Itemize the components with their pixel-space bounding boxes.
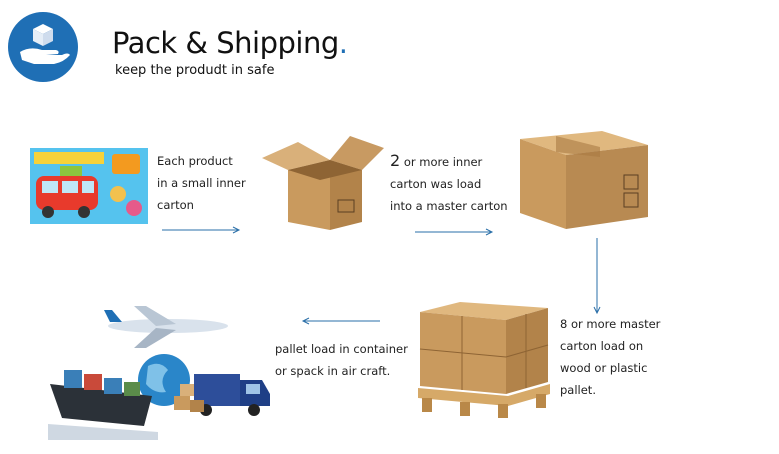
step3-text: 8 or more master carton load on wood or … xyxy=(560,313,660,401)
page-subtitle: keep the produdt in safe xyxy=(115,63,274,78)
toy-product-image xyxy=(30,148,148,224)
airplane-icon xyxy=(104,306,228,348)
arrow-right-1 xyxy=(160,225,242,235)
arrow-right-2 xyxy=(413,227,495,237)
step1-text: Each product in a small inner carton xyxy=(157,150,246,216)
step2-text: 2 or more inner carton was load into a m… xyxy=(390,150,508,217)
pallet-icon xyxy=(416,298,552,422)
hand-icon xyxy=(20,48,70,64)
step4-text: pallet load in container or spack in air… xyxy=(275,338,408,382)
logistics-scene xyxy=(48,300,274,440)
closed-box-icon xyxy=(516,125,652,233)
box-icon xyxy=(33,24,53,46)
arrow-left xyxy=(300,316,382,326)
logo-icon xyxy=(8,12,78,82)
open-box-icon xyxy=(258,130,390,230)
truck-icon xyxy=(194,374,270,416)
page-title: Pack & Shipping. xyxy=(112,26,347,60)
arrow-down xyxy=(592,236,602,316)
